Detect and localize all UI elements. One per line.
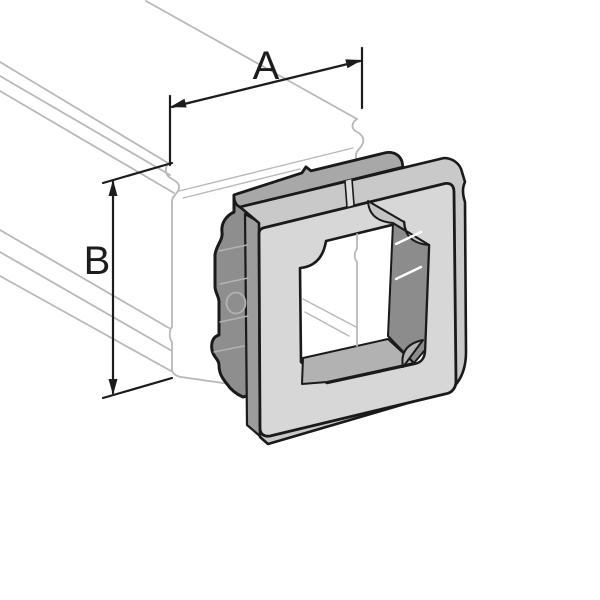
dim-b-label: B [84, 239, 111, 283]
duct-through-opening [302, 227, 358, 347]
frame-scallop-bottom-right [401, 339, 424, 368]
dim-b-arrowhead-bottom [108, 379, 118, 395]
frame-wall-slot-2 [394, 265, 423, 281]
duct-base-line-2 [0, 251, 173, 352]
duct-lid-edge-1 [0, 61, 169, 164]
cable-duct [0, 0, 365, 385]
dim-a-arrowhead-right [345, 59, 362, 69]
duct-far-wall-edge [353, 227, 358, 347]
duct-base-line-3 [0, 275, 172, 372]
dimension-a: A [168, 44, 364, 167]
duct-lid-clip-profile-right [351, 118, 365, 168]
frame-side-rib-1 [218, 244, 248, 252]
frame-scallop-top-right [367, 200, 430, 246]
dim-a-arrowhead-left [170, 98, 187, 108]
duct-front-corner-edge [168, 200, 231, 385]
duct-inner-bottom-edge-1 [302, 298, 357, 328]
duct-lid-edge-2 [0, 75, 171, 176]
dim-b-extension-bottom [101, 376, 174, 400]
dim-b-extension-top [101, 161, 174, 185]
frame-side-rib-4 [213, 345, 245, 353]
frame-wall-slot-1 [394, 230, 423, 246]
dim-a-arrow-line [170, 59, 362, 109]
frame-side-rib-3 [219, 315, 249, 323]
frame-knockout-circle [225, 291, 247, 315]
frame-split-seam-right [351, 178, 355, 206]
duct-inner-bottom-edge-2 [304, 311, 350, 337]
duct-open-end-wall-top [182, 168, 301, 199]
dim-b-arrowhead-top [108, 180, 118, 196]
duct-open-end-lid-underside [178, 147, 354, 192]
frame-inner-bottom [301, 338, 415, 385]
duct-lid-edge-3 [0, 90, 175, 194]
dimension-b: B [84, 161, 174, 400]
adapter-frame [210, 151, 468, 446]
duct-lid-far-edge [145, 0, 358, 120]
dim-a-label: A [253, 44, 280, 88]
duct-base-line-1 [0, 229, 170, 329]
frame-rear-flange-top-face [232, 151, 405, 209]
frame-side-rib-2 [219, 277, 249, 285]
duct-lid-clip-profile-left [165, 162, 181, 202]
frame-split-seam-left [344, 180, 348, 208]
